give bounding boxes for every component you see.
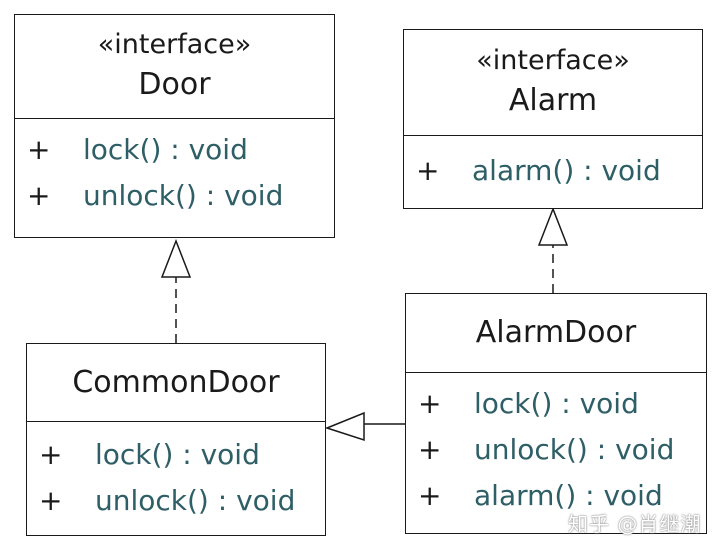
visibility-marker: +: [418, 479, 442, 512]
visibility-marker: +: [27, 133, 51, 166]
method-signature: alarm() : void: [472, 154, 661, 187]
visibility-marker: +: [416, 154, 440, 187]
class-alarm[interactable]: «interface» Alarm + alarm() : void: [403, 29, 703, 209]
method-signature: unlock() : void: [95, 484, 296, 517]
stereotype-label: «interface»: [97, 28, 252, 60]
member-row: + lock() : void: [15, 127, 334, 173]
realization-commondoor-door: [160, 238, 192, 343]
visibility-marker: +: [418, 433, 442, 466]
member-row: + alarm() : void: [404, 148, 702, 194]
class-door[interactable]: «interface» Door + lock() : void + unloc…: [14, 14, 335, 238]
hollow-triangle-arrowhead: [537, 206, 569, 246]
member-row: + alarm() : void: [406, 473, 706, 519]
realization-alarmdoor-alarm: [537, 206, 569, 293]
method-signature: unlock() : void: [474, 433, 675, 466]
class-commondoor-members: + lock() : void + unlock() : void: [27, 422, 325, 524]
method-signature: lock() : void: [474, 387, 639, 420]
class-alarm-members: + alarm() : void: [404, 136, 702, 194]
member-row: + unlock() : void: [27, 478, 325, 524]
class-alarmdoor[interactable]: AlarmDoor + lock() : void + unlock() : v…: [405, 293, 707, 534]
class-name: CommonDoor: [72, 364, 280, 400]
class-commondoor[interactable]: CommonDoor + lock() : void + unlock() : …: [26, 343, 326, 536]
member-row: + unlock() : void: [15, 173, 334, 219]
stereotype-label: «interface»: [476, 44, 630, 76]
class-name: Door: [138, 66, 211, 102]
class-alarmdoor-members: + lock() : void + unlock() : void + alar…: [406, 373, 706, 519]
hollow-triangle-arrowhead: [324, 411, 365, 442]
class-door-header: «interface» Door: [15, 15, 334, 119]
class-commondoor-header: CommonDoor: [27, 344, 325, 422]
class-door-members: + lock() : void + unlock() : void: [15, 119, 334, 219]
visibility-marker: +: [39, 438, 63, 471]
visibility-marker: +: [418, 387, 442, 420]
class-alarmdoor-header: AlarmDoor: [406, 294, 706, 373]
class-name: Alarm: [508, 82, 598, 118]
visibility-marker: +: [39, 484, 63, 517]
class-name: AlarmDoor: [475, 315, 637, 350]
generalization-alarmdoor-commondoor: [324, 411, 405, 442]
class-alarm-header: «interface» Alarm: [404, 30, 702, 136]
hollow-triangle-arrowhead: [160, 238, 192, 278]
method-signature: lock() : void: [83, 133, 248, 166]
method-signature: alarm() : void: [474, 479, 663, 512]
watermark: 知乎 @肖继潮: [568, 512, 702, 536]
member-row: + unlock() : void: [406, 427, 706, 473]
method-signature: lock() : void: [95, 438, 260, 471]
member-row: + lock() : void: [406, 381, 706, 427]
method-signature: unlock() : void: [83, 179, 284, 212]
member-row: + lock() : void: [27, 432, 325, 478]
visibility-marker: +: [27, 179, 51, 212]
